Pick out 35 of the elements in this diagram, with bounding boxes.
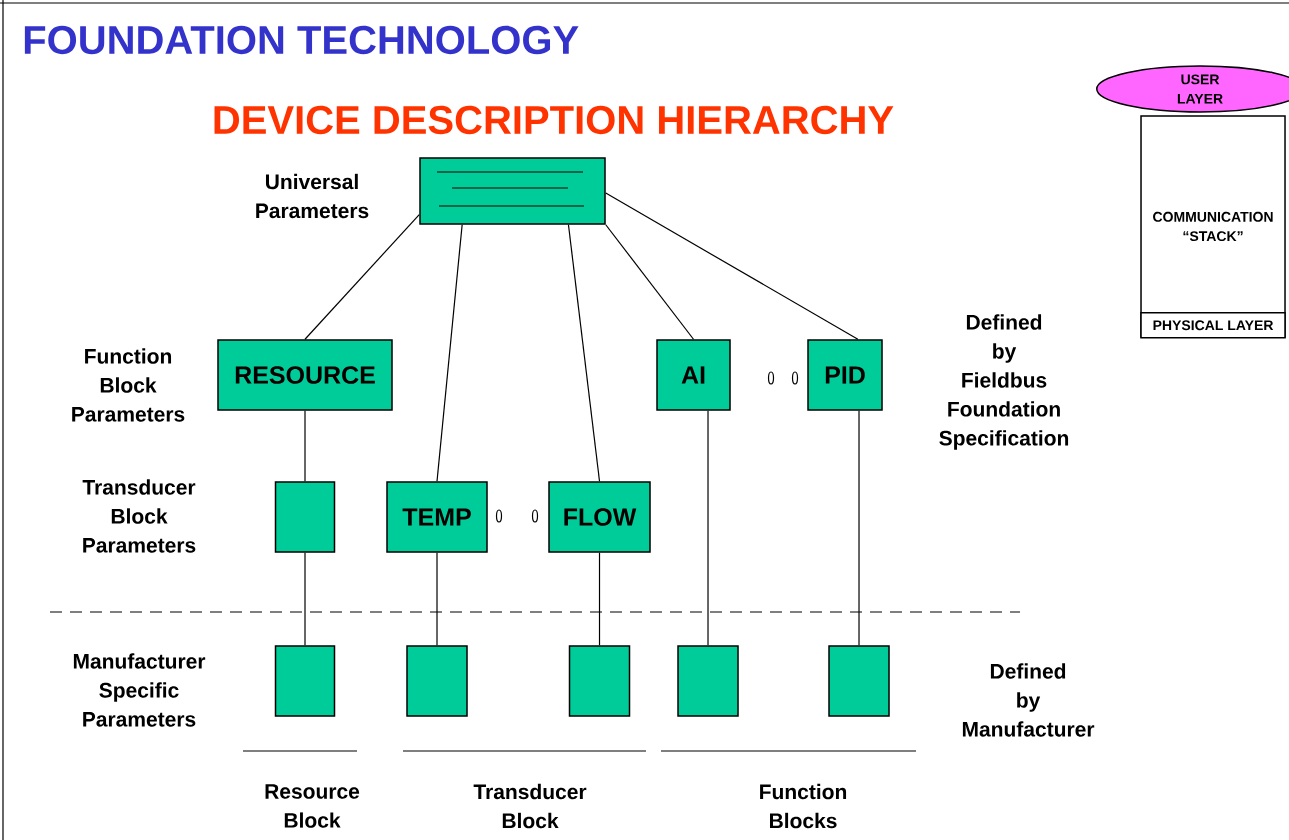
- row-label: Universal Parameters: [256, 173, 369, 219]
- block-box: PID: [807, 339, 883, 411]
- block-box: RESOURCE: [217, 339, 393, 411]
- connector-line: [598, 552, 601, 646]
- block-box: [677, 645, 739, 717]
- connector-line: [304, 410, 306, 482]
- connector-line: [436, 224, 463, 482]
- note-label: Defined by Manufacturer: [962, 663, 1095, 737]
- block-box: [828, 645, 890, 717]
- block-box: [274, 645, 336, 717]
- connector-line: [605, 224, 695, 340]
- row-label: Function Block Parameters: [72, 348, 185, 422]
- group-label: Function Blocks: [760, 783, 847, 829]
- block-box: TEMP: [386, 481, 488, 553]
- group-label: Resource Block: [265, 784, 360, 828]
- row-label: Manufacturer Specific Parameters: [73, 653, 206, 727]
- connector-line: [858, 410, 860, 646]
- block-box: AI: [656, 339, 731, 411]
- group-label: Transducer Block: [473, 783, 587, 829]
- title: FOUNDATION TECHNOLOGY: [24, 25, 579, 55]
- connector-line: [304, 552, 306, 646]
- connector-line: [304, 214, 420, 340]
- connector-line: [605, 192, 859, 340]
- block-box: [274, 481, 336, 553]
- note-label: Defined by Fieldbus Foundation Specification: [939, 314, 1069, 450]
- connector-line: [436, 552, 438, 646]
- block-box: FLOW: [548, 481, 651, 553]
- parameter-list-box: [419, 157, 606, 225]
- row-label: Transducer Block Parameters: [82, 479, 196, 553]
- subtitle: DEVICE DESCRIPTION HIERARCHY: [214, 105, 894, 135]
- connector-line: [567, 224, 601, 482]
- connector-line: [707, 410, 709, 646]
- block-box: [406, 645, 468, 717]
- layer-box: PHYSICAL LAYER: [1140, 312, 1286, 339]
- block-box: [568, 645, 631, 717]
